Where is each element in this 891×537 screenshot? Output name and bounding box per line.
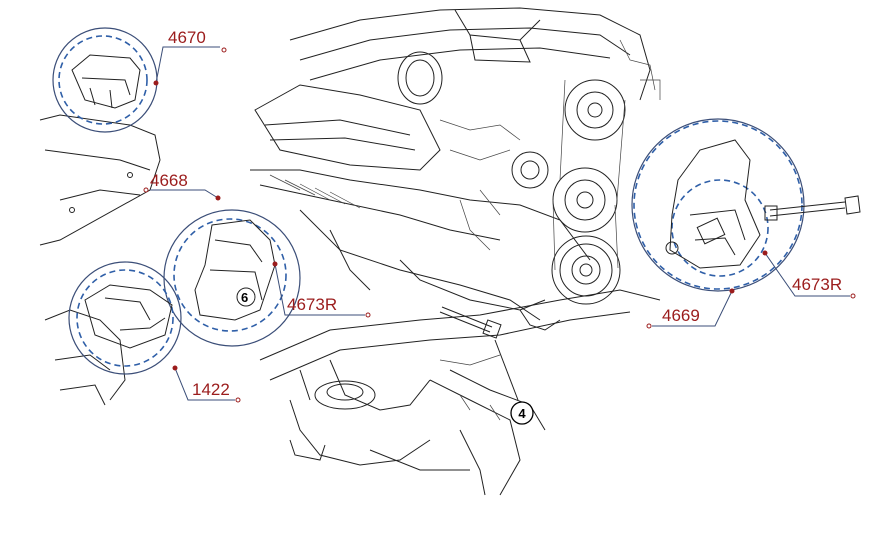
callout-4668-group: 6 4668 4673R	[143, 171, 371, 347]
left-frame-rail	[39, 114, 161, 406]
callout-4669-group: 4673R 4669	[631, 118, 861, 329]
callout-4670-group: 4670	[52, 27, 227, 133]
frame-crossmember	[259, 289, 661, 496]
callout-4-circle	[510, 401, 534, 425]
callout-4669-label: 4669	[662, 306, 700, 325]
callout-1422-label: 1422	[192, 380, 230, 399]
callout-4670-label: 4670	[168, 28, 206, 47]
callout-4673R-left-label: 4673R	[287, 295, 337, 314]
callout-6-label: 6	[241, 290, 248, 305]
callout-4-label: 4	[518, 406, 526, 421]
bolt-4: 4	[439, 306, 534, 425]
mount-bracket-4668	[194, 219, 276, 321]
mount-bolt-right	[764, 195, 861, 221]
engine-illustration	[250, 7, 661, 331]
callout-1422-group: 1422	[68, 261, 241, 403]
mount-bracket-4670	[71, 54, 141, 109]
mount-bracket-1422	[84, 284, 173, 349]
callout-4673R-right-label: 4673R	[792, 275, 842, 294]
callout-4668-label: 4668	[150, 171, 188, 190]
mount-bracket-4669	[665, 139, 761, 269]
